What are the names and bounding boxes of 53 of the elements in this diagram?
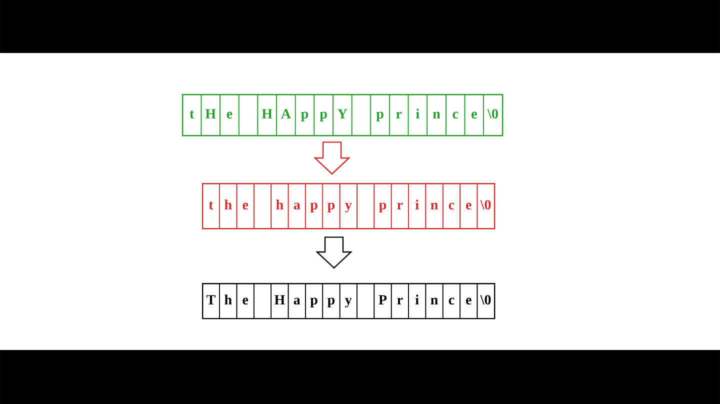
character-cell: c	[442, 283, 460, 319]
character-cell: n	[425, 283, 444, 319]
block-arrow	[316, 236, 353, 269]
character-cell: p	[305, 182, 324, 229]
character-cell: r	[390, 182, 409, 229]
character-cell: i	[408, 283, 426, 319]
character-cell: p	[294, 94, 315, 136]
block-arrow	[314, 142, 351, 175]
character-cell: r	[390, 283, 409, 319]
character-cell: H	[200, 94, 220, 136]
character-cell: \0	[476, 182, 495, 229]
character-cell: p	[370, 94, 390, 136]
character-cell: e	[460, 182, 478, 229]
character-cell: H	[257, 94, 277, 136]
character-cell: c	[442, 182, 460, 229]
character-cell: e	[220, 94, 240, 136]
character-cell: n	[425, 182, 444, 229]
empty-cell	[351, 94, 372, 136]
character-cell: p	[322, 283, 340, 319]
character-cell: e	[464, 94, 484, 136]
character-cell: \0	[476, 283, 495, 319]
empty-cell	[238, 94, 258, 136]
character-cell: e	[460, 283, 478, 319]
empty-cell	[254, 283, 272, 319]
character-cell: Y	[332, 94, 352, 136]
character-cell: p	[305, 283, 324, 319]
character-cell: a	[288, 283, 306, 319]
character-cell: i	[408, 94, 428, 136]
character-cell: h	[219, 283, 238, 319]
character-cell: A	[276, 94, 296, 136]
character-cell: y	[339, 182, 358, 229]
character-cell: a	[288, 182, 306, 229]
character-cell: e	[236, 283, 254, 319]
character-cell: c	[446, 94, 466, 136]
empty-cell	[356, 283, 375, 319]
empty-cell	[356, 182, 375, 229]
character-cell: t	[202, 182, 220, 229]
character-cell: i	[408, 182, 426, 229]
empty-cell	[254, 182, 272, 229]
character-cell: e	[236, 182, 254, 229]
character-cell: n	[426, 94, 446, 136]
character-cell: h	[219, 182, 238, 229]
character-cell: H	[270, 283, 289, 319]
character-cell: T	[202, 283, 220, 319]
character-cell: y	[339, 283, 358, 319]
character-cell: h	[270, 182, 289, 229]
character-cell: r	[389, 94, 409, 136]
character-cell: p	[314, 94, 334, 136]
character-cell: t	[182, 94, 202, 136]
character-cell: p	[322, 182, 340, 229]
character-cell: p	[374, 182, 392, 229]
character-cell: P	[374, 283, 392, 319]
character-cell: \0	[483, 94, 503, 136]
